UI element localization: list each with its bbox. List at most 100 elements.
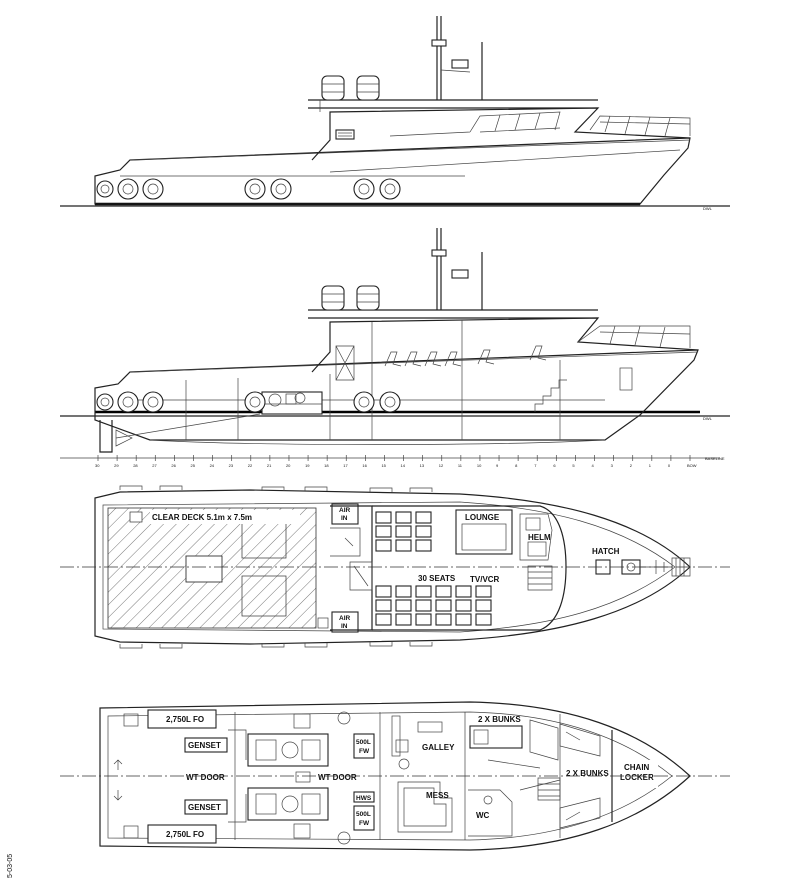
fw-top-label-2: FW bbox=[359, 748, 370, 755]
svg-text:DWL: DWL bbox=[703, 416, 713, 421]
passenger-seat bbox=[375, 585, 392, 598]
frame-number: 8 bbox=[515, 463, 518, 468]
frame-number: 17 bbox=[343, 463, 348, 468]
mess-label: MESS bbox=[426, 791, 449, 800]
main-deck-plan-view: CLEAR DECK 5.1m x 7.5m AIR IN AIR IN LOU… bbox=[60, 485, 730, 649]
genset-bottom-label: GENSET bbox=[188, 803, 221, 812]
frame-number: 20 bbox=[286, 463, 291, 468]
lounge-label: LOUNGE bbox=[465, 513, 500, 522]
wt-door-2-label: WT DOOR bbox=[318, 773, 357, 782]
clear-deck-label: CLEAR DECK 5.1m x 7.5m bbox=[152, 513, 252, 522]
frame-number: 19 bbox=[305, 463, 310, 468]
fw-bottom-label-1: 500L bbox=[356, 811, 371, 818]
passenger-seat bbox=[435, 599, 452, 612]
bunks-2-label: 2 X BUNKS bbox=[566, 769, 609, 778]
fw-bottom-label-2: FW bbox=[359, 820, 370, 827]
wc-label: WC bbox=[476, 811, 490, 820]
frame-number: 26 bbox=[171, 463, 176, 468]
passenger-seat bbox=[435, 585, 452, 598]
passenger-seat bbox=[415, 613, 432, 626]
passenger-seat bbox=[375, 539, 392, 552]
passenger-seat bbox=[395, 539, 412, 552]
frame-number: 2 bbox=[630, 463, 633, 468]
seats-label: 30 SEATS bbox=[418, 574, 456, 583]
chain-locker-label-2: LOCKER bbox=[620, 773, 654, 782]
frame-number: 13 bbox=[420, 463, 425, 468]
bunks-1-label: 2 X BUNKS bbox=[478, 715, 521, 724]
passenger-seat bbox=[375, 599, 392, 612]
svg-text:DWL: DWL bbox=[703, 206, 713, 211]
frame-number: 10 bbox=[477, 463, 482, 468]
frame-number: 4 bbox=[592, 463, 595, 468]
frame-number: 3 bbox=[611, 463, 614, 468]
drawing-stamp: 5-03-05 bbox=[7, 854, 14, 878]
frame-number: 27 bbox=[152, 463, 157, 468]
passenger-seat bbox=[395, 585, 412, 598]
svg-text:BASELINE: BASELINE bbox=[705, 456, 725, 461]
fo-bottom-label: 2,750L FO bbox=[166, 830, 204, 839]
lower-deck-plan-view: 2,750L FO 2,750L FO GENSET GENSET bbox=[60, 701, 730, 851]
frame-number: 22 bbox=[248, 463, 253, 468]
passenger-seat bbox=[455, 613, 472, 626]
passenger-seat bbox=[395, 599, 412, 612]
helm-label: HELM bbox=[528, 533, 551, 542]
wt-door-1-label: WT DOOR bbox=[186, 773, 225, 782]
frame-number: 5 bbox=[572, 463, 575, 468]
frame-number: 21 bbox=[267, 463, 272, 468]
passenger-seat bbox=[415, 525, 432, 538]
frame-number: 1 bbox=[649, 463, 652, 468]
fo-top-label: 2,750L FO bbox=[166, 715, 204, 724]
frame-number: 12 bbox=[439, 463, 444, 468]
fenders-row bbox=[96, 178, 401, 200]
frame-number: 29 bbox=[114, 463, 119, 468]
frame-number: 28 bbox=[133, 463, 138, 468]
chain-locker-label-1: CHAIN bbox=[624, 763, 650, 772]
passenger-seat bbox=[375, 525, 392, 538]
fw-top-label-1: 500L bbox=[356, 739, 371, 746]
frame-number: 18 bbox=[324, 463, 329, 468]
frame-number: 9 bbox=[496, 463, 499, 468]
passenger-seat bbox=[395, 511, 412, 524]
frame-number: 30 bbox=[95, 463, 100, 468]
engine-plan-bottom bbox=[247, 787, 329, 839]
frame-number: 7 bbox=[534, 463, 537, 468]
frame-number: 16 bbox=[362, 463, 367, 468]
passenger-seat bbox=[415, 539, 432, 552]
outboard-profile-view: DWL bbox=[60, 16, 730, 211]
frame-number: BOW bbox=[687, 463, 697, 468]
passenger-seat bbox=[475, 599, 492, 612]
frame-number: 14 bbox=[401, 463, 406, 468]
passenger-seat bbox=[415, 599, 432, 612]
engine-profile bbox=[261, 391, 323, 415]
passenger-seat bbox=[475, 585, 492, 598]
frame-number: 24 bbox=[210, 463, 215, 468]
frame-number: 0 bbox=[668, 463, 671, 468]
passenger-seat bbox=[375, 613, 392, 626]
tv-vcr-label: TV/VCR bbox=[470, 575, 500, 584]
frame-number: 11 bbox=[458, 463, 463, 468]
passenger-seat bbox=[455, 599, 472, 612]
frame-number: 6 bbox=[553, 463, 556, 468]
air-in-top-label-1: AIR bbox=[339, 507, 351, 514]
air-in-bottom-label-2: IN bbox=[341, 623, 348, 630]
passenger-seat bbox=[435, 613, 452, 626]
passenger-seat bbox=[395, 525, 412, 538]
passenger-seat bbox=[415, 585, 432, 598]
frame-number: 23 bbox=[229, 463, 234, 468]
frame-number: 15 bbox=[381, 463, 386, 468]
air-in-top-label-2: IN bbox=[341, 515, 348, 522]
frame-number: 25 bbox=[190, 463, 195, 468]
passenger-seat bbox=[415, 511, 432, 524]
passenger-seat bbox=[475, 613, 492, 626]
passenger-seat bbox=[455, 585, 472, 598]
air-in-bottom-label-1: AIR bbox=[339, 615, 351, 622]
genset-top-label: GENSET bbox=[188, 741, 221, 750]
galley-label: GALLEY bbox=[422, 743, 455, 752]
engine-plan-top bbox=[247, 713, 329, 783]
hatch-label: HATCH bbox=[592, 547, 620, 556]
hws-label: HWS bbox=[356, 795, 372, 802]
passenger-seat bbox=[395, 613, 412, 626]
